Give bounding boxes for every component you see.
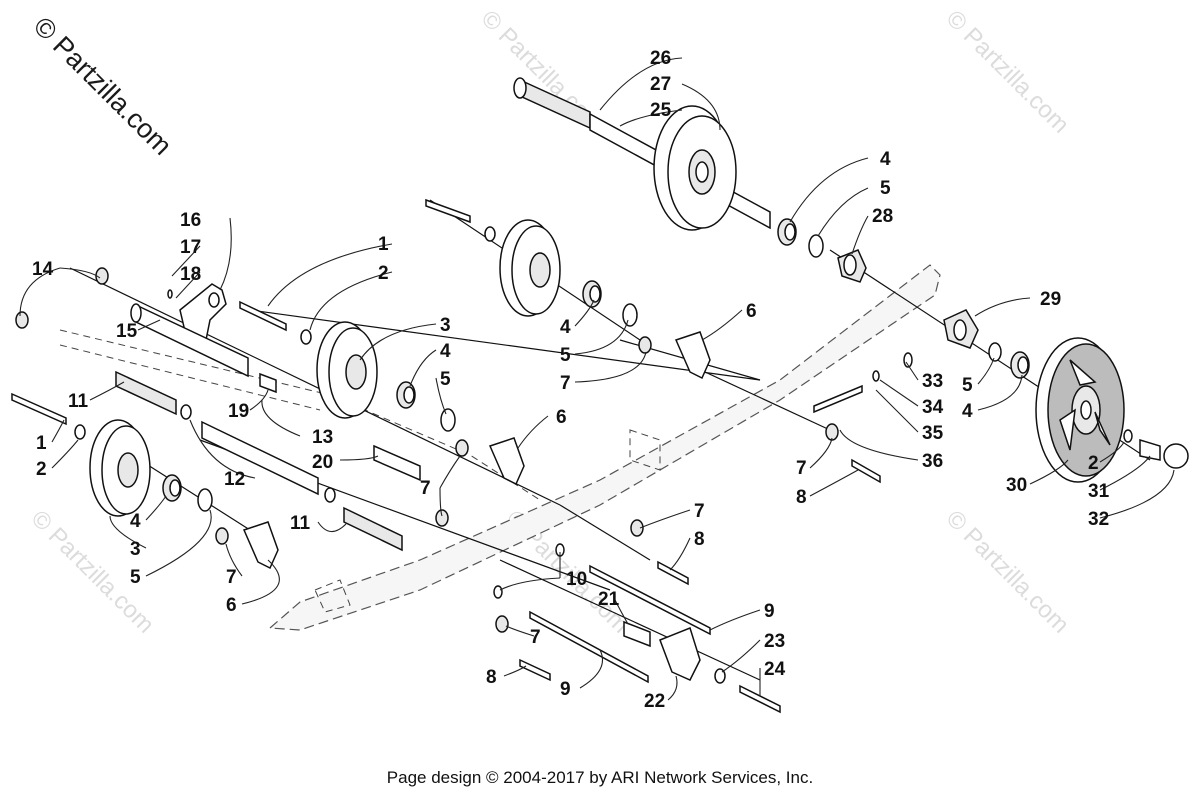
callout-35: 35 xyxy=(922,423,944,444)
callout-5: 5 xyxy=(130,567,141,588)
callout-34: 34 xyxy=(922,397,944,418)
hub-29 xyxy=(943,309,979,349)
wheel-3-lower xyxy=(89,419,151,517)
callout-8: 8 xyxy=(694,529,705,550)
tubes xyxy=(115,370,651,648)
wheel-27 xyxy=(653,105,737,231)
callout-7: 7 xyxy=(420,478,431,499)
callout-8: 8 xyxy=(796,487,807,508)
callout-9: 9 xyxy=(764,601,775,622)
callout-13: 13 xyxy=(312,427,333,448)
bolts xyxy=(11,198,1161,714)
callout-32: 32 xyxy=(1088,509,1109,530)
watermark-main: © Partzilla.com xyxy=(28,11,178,161)
wheel-3-mid xyxy=(316,321,378,419)
callout-4: 4 xyxy=(962,401,973,422)
callout-11: 11 xyxy=(290,513,311,534)
hub-28 xyxy=(837,249,867,283)
callout-26: 26 xyxy=(650,48,671,69)
callout-2: 2 xyxy=(36,459,47,480)
callout-5: 5 xyxy=(440,369,451,390)
callout-5: 5 xyxy=(880,178,891,199)
callout-10: 10 xyxy=(566,569,587,590)
callout-7: 7 xyxy=(694,501,705,522)
wheel-3-upper xyxy=(499,219,561,317)
callout-numbers: 26 27 25 4 5 28 16 17 18 1 2 14 15 3 4 5… xyxy=(32,48,1110,712)
callout-11: 11 xyxy=(68,391,89,412)
bearings xyxy=(162,218,1030,502)
callout-3: 3 xyxy=(130,539,141,560)
callout-30: 30 xyxy=(1006,475,1027,496)
callout-2: 2 xyxy=(1088,453,1099,474)
callout-23: 23 xyxy=(764,631,785,652)
callout-17: 17 xyxy=(180,237,201,258)
callout-12: 12 xyxy=(224,469,245,490)
callout-6: 6 xyxy=(226,595,237,616)
callout-20: 20 xyxy=(312,452,333,473)
footer-copyright: Page design © 2004-2017 by ARI Network S… xyxy=(386,768,814,787)
callout-9: 9 xyxy=(560,679,571,700)
callout-31: 31 xyxy=(1088,481,1110,502)
callout-28: 28 xyxy=(872,206,893,227)
brackets xyxy=(242,331,711,681)
callout-19: 19 xyxy=(228,401,249,422)
callout-4: 4 xyxy=(560,317,571,338)
callout-27: 27 xyxy=(650,74,671,95)
callout-33: 33 xyxy=(922,371,943,392)
callout-4: 4 xyxy=(440,341,451,362)
callout-2: 2 xyxy=(378,263,389,284)
callout-24: 24 xyxy=(764,659,786,680)
callout-7: 7 xyxy=(530,627,541,648)
wheel-30 xyxy=(1035,337,1125,483)
callout-15: 15 xyxy=(116,321,138,342)
callout-6: 6 xyxy=(746,301,757,322)
callout-5: 5 xyxy=(560,345,571,366)
callout-4: 4 xyxy=(130,511,141,532)
callout-25: 25 xyxy=(650,100,672,121)
callout-36: 36 xyxy=(922,451,943,472)
callout-8: 8 xyxy=(486,667,497,688)
callout-14: 14 xyxy=(32,259,54,280)
snap-rings xyxy=(197,234,1002,512)
callout-7: 7 xyxy=(560,373,571,394)
callout-21: 21 xyxy=(598,589,620,610)
callout-18: 18 xyxy=(180,264,201,285)
callout-1: 1 xyxy=(36,433,47,454)
callout-7: 7 xyxy=(226,567,237,588)
callout-1: 1 xyxy=(378,234,389,255)
callout-7: 7 xyxy=(796,458,807,479)
callout-5: 5 xyxy=(962,375,973,396)
callout-29: 29 xyxy=(1040,289,1061,310)
callout-22: 22 xyxy=(644,691,665,712)
callout-16: 16 xyxy=(180,210,201,231)
watermark-faint: © Partzilla.com xyxy=(941,5,1074,138)
callout-3: 3 xyxy=(440,315,451,336)
tube-15 xyxy=(130,303,249,378)
callout-4: 4 xyxy=(880,149,891,170)
nuts-washers xyxy=(15,226,1189,684)
callout-6: 6 xyxy=(556,407,567,428)
leader-lines xyxy=(19,57,1175,701)
watermark-faint: © Partzilla.com xyxy=(941,505,1074,638)
